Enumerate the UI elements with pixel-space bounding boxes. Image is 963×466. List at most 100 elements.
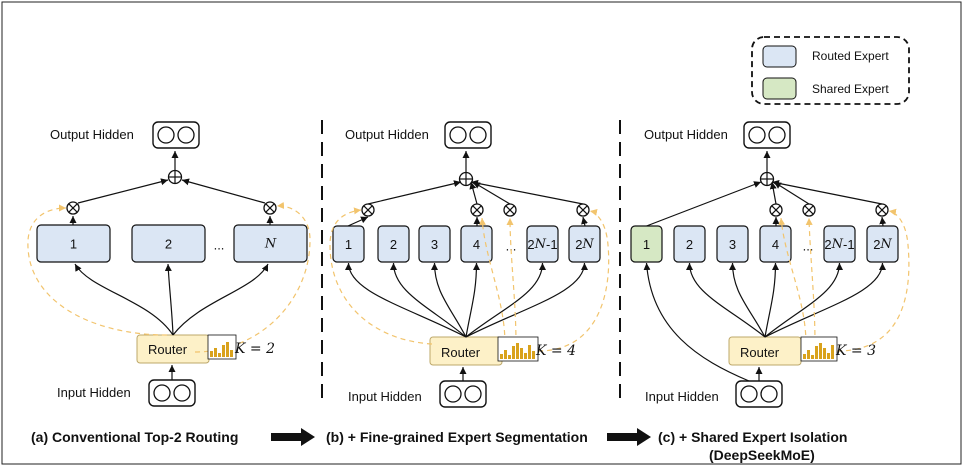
legend-routed-label: Routed Expert — [812, 49, 889, 63]
panel-b-gate-to-sum-1 — [367, 180, 462, 205]
panel-c-router-to-expert-4 — [764, 262, 779, 338]
panel-a-gate1-to-sum — [77, 178, 169, 204]
panel-b-score-bars-bar-6 — [520, 348, 523, 359]
panel-b-expert-3-label: 3 — [431, 237, 438, 252]
panel-c-input-hidden: Input Hidden — [645, 389, 719, 404]
panel-c-expert-5-label: 2N-1 — [824, 237, 854, 252]
legend-shared-swatch — [762, 77, 797, 100]
panel-b-score-bars-bar-2 — [504, 350, 507, 359]
panel-c-gate-to-sum-1 — [769, 181, 777, 205]
panel-b-expert-4-label: 4 — [473, 237, 480, 252]
panel-a-score-bars-bar-4 — [222, 345, 225, 357]
panel-c-expert-6-label: 2N — [873, 237, 892, 252]
panel-b-score-bars-bar-4 — [512, 346, 515, 359]
panel-b-caption: (b) + Fine-grained Expert Segmentation — [326, 429, 588, 445]
panel-b-score-bars-bar-9 — [532, 351, 535, 359]
panel-b-gate-1-b — [363, 205, 373, 215]
legend-routed-swatch — [762, 45, 797, 68]
panel-b-route-2 — [479, 217, 506, 345]
panel-c-output-vector-unit-1 — [748, 126, 766, 144]
panel-c-output-vector-unit-2 — [768, 126, 786, 144]
panel-c-expert-4-label: 4 — [772, 237, 779, 252]
panel-a-gaten-to-sum — [181, 178, 266, 204]
panel-c-shared-to-sum — [646, 181, 762, 227]
panel-c-expert-2 — [673, 225, 706, 263]
panel-b-router-to-expert-2 — [390, 262, 467, 338]
panel-b-output-vector-unit-1 — [449, 126, 467, 144]
panel-b-router-label: Router — [441, 345, 481, 360]
caption-arrow-2 — [607, 428, 651, 446]
panel-c-expert-1-label: 1 — [643, 237, 650, 252]
panel-a-input-hidden: Input Hidden — [57, 385, 131, 400]
panel-c-caption-line1: (c) + Shared Expert Isolation — [658, 429, 848, 445]
panel-b-expert-to-gate-3 — [581, 216, 588, 227]
panel-c-score-bars-bar-6 — [823, 348, 826, 359]
panel-b-expert-5-label: 2N-1 — [527, 237, 557, 252]
panel-c-input-to-shared — [643, 262, 750, 382]
panel-a-output-vector-unit-1 — [157, 126, 175, 144]
panel-b-ellipsis: ... — [506, 239, 517, 254]
panel-b-score-bars-bar-1 — [500, 354, 503, 359]
panel-a-score-bars-bar-2 — [214, 348, 217, 357]
panel-c-router-label: Router — [740, 345, 780, 360]
panel-c-gate-extra-to-sum — [773, 181, 810, 205]
panel-c-gate-extra-b — [804, 205, 814, 215]
panel-b-expert-to-gate-1 — [347, 216, 369, 227]
panel-c-route-1 — [778, 217, 807, 345]
panel-b-gate-2-b — [472, 205, 482, 215]
panel-b-gate-3-b — [578, 205, 588, 215]
panel-b-expert-1-label: 1 — [345, 237, 352, 252]
panel-b-route-4 — [537, 208, 610, 352]
panel-c-score-bars-bar-2 — [807, 350, 810, 359]
panel-a-ellipsis: ... — [214, 238, 225, 253]
panel-b-score-bars-bar-5 — [516, 343, 519, 359]
panel-c-expert-to-gate-2 — [879, 216, 887, 227]
panel-b-router-to-expert-5 — [465, 262, 546, 338]
panel-b-gate-to-sum-3 — [470, 179, 584, 205]
panel-b-router-to-expert-1 — [345, 262, 467, 338]
panel-c-output-hidden: Output Hidden — [644, 127, 728, 142]
panel-b-score-bars-bar-8 — [528, 345, 531, 359]
panel-a-expert-1-label: 1 — [70, 236, 77, 251]
panel-b-router-to-expert-4 — [465, 262, 480, 338]
panel-a-score-bars-bar-6 — [230, 350, 233, 357]
panel-c-caption-line2: (DeepSeekMoE) — [709, 447, 815, 463]
panel-b-output-vector-unit-2 — [469, 126, 487, 144]
panel-c-score-bars-bar-4 — [815, 346, 818, 359]
caption-arrow-1 — [271, 428, 315, 446]
panel-c-input-vector-unit-2 — [760, 385, 778, 403]
panel-a-router-to-e1 — [74, 263, 174, 336]
panel-b-input-vector-unit-2 — [464, 385, 482, 403]
panel-c-gate-1-b — [771, 205, 781, 215]
panel-c-input-vector-unit-1 — [740, 385, 758, 403]
panel-c-router-to-expert-3 — [729, 262, 766, 338]
panel-c-score-bars-bar-5 — [819, 343, 822, 359]
panel-b-expert-2-label: 2 — [390, 237, 397, 252]
panel-a-k-label: K = 2 — [235, 341, 275, 357]
panel-c-router-to-expert-6 — [764, 262, 886, 338]
panel-b-route-3 — [506, 217, 517, 345]
panel-c-gate-2-b — [877, 205, 887, 215]
panel-a-input-vector-unit-1 — [153, 384, 171, 402]
panel-c-ellipsis: ... — [803, 239, 814, 254]
panel-a-caption: (a) Conventional Top-2 Routing — [31, 429, 239, 445]
panel-b-route-1 — [329, 207, 433, 345]
panel-b-expert-6-label: 2N — [575, 237, 594, 252]
panel-a-expert-2-label: 2 — [165, 236, 172, 251]
panel-b-score-bars-bar-3 — [508, 355, 511, 359]
panel-b-expert-2 — [377, 225, 410, 263]
panel-c-k-label: K = 3 — [836, 343, 876, 359]
panel-a-score-bars-bar-5 — [226, 342, 229, 357]
panel-a-output-vector-unit-2 — [177, 126, 195, 144]
panel-c-route-2 — [805, 217, 816, 345]
panel-a-router-to-en — [172, 263, 269, 336]
panel-a-score-bars-bar-1 — [210, 351, 213, 357]
panel-c-expert-3-label: 3 — [729, 237, 736, 252]
panel-a-output-hidden: Output Hidden — [50, 127, 134, 142]
panel-c-score-bars-bar-3 — [811, 355, 814, 359]
panel-a-gate-1-b — [68, 203, 78, 213]
panel-b-gate-extra-to-sum — [472, 181, 511, 205]
